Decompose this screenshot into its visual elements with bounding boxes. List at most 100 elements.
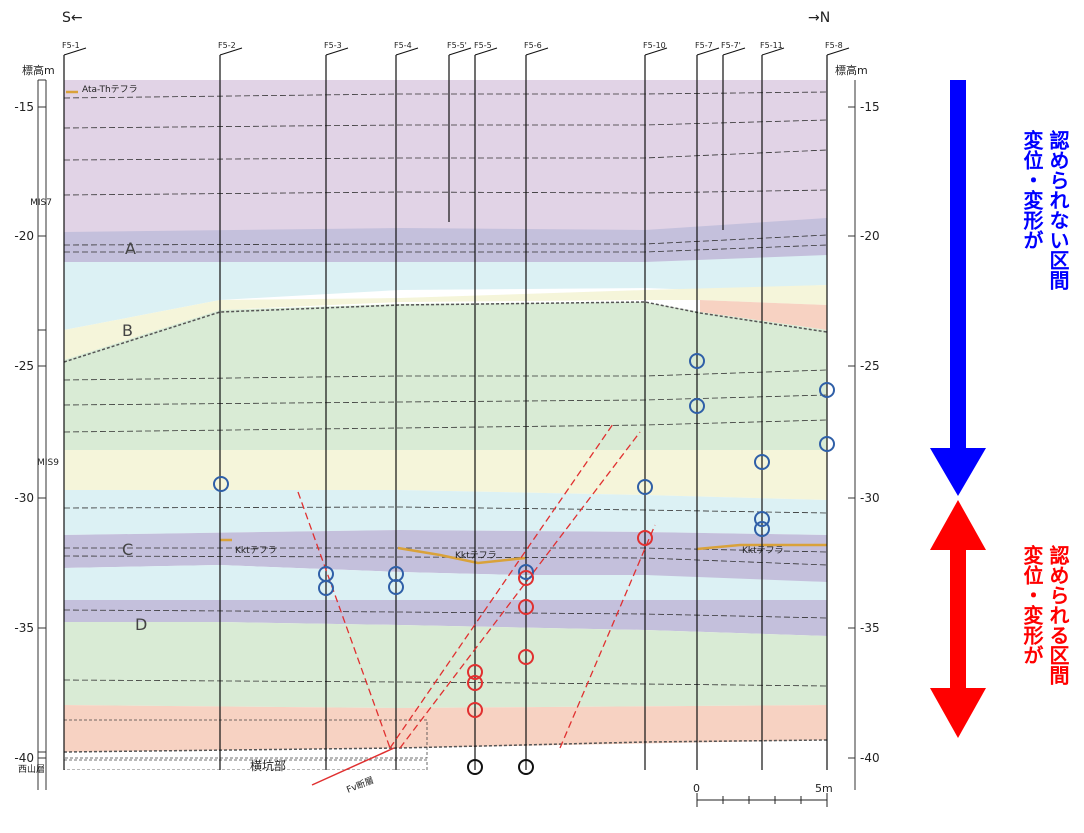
no-deformation-label-line1: 変位・変形が	[1020, 129, 1044, 250]
internal-layer-lines	[64, 91, 827, 770]
borehole-f5-2: F5-2	[218, 41, 243, 770]
borehole-f5-5: F5-5	[474, 41, 498, 770]
nishiyama-label: 西山層	[18, 764, 45, 775]
deformation-label-line1: 変位・変形が	[1020, 544, 1044, 665]
strata	[64, 80, 827, 770]
tick-label: -30	[860, 491, 880, 505]
borehole-label: F5-6	[524, 41, 542, 50]
salmon-layer-bottom	[64, 705, 827, 752]
reference-marker	[467, 759, 483, 775]
deformation-label-line2: 認められる区間	[1046, 544, 1070, 685]
boreholes: F5-1 F5-2 F5-3 F5-4 F5-5' F5-5	[62, 41, 850, 770]
tick-label: -25	[860, 359, 880, 373]
no-deformation-arrow	[930, 80, 986, 496]
borehole-label: F5-10	[643, 41, 666, 50]
borehole-f5-4: F5-4	[394, 41, 419, 770]
nishiyama-base	[64, 752, 827, 770]
unit-b-label: B	[122, 321, 133, 340]
scale-zero-label: 0	[693, 782, 700, 795]
borehole-f5-7prime: F5-7'	[721, 41, 746, 230]
deformation-marker	[518, 649, 534, 665]
deformation-marker	[518, 599, 534, 615]
borehole-f5-8: F5-8	[825, 41, 850, 770]
north-direction-label: →N	[808, 10, 830, 26]
no-deformation-marker	[754, 454, 770, 470]
lightblue-layer-middle	[64, 490, 827, 535]
kkt-tephra-label: Kktテフラ	[235, 545, 277, 556]
kkt-tephra-label: Kktテフラ	[742, 545, 784, 556]
green-layer-lower	[64, 622, 827, 708]
no-deformation-marker	[637, 479, 653, 495]
deformation-marker	[637, 530, 653, 546]
borehole-label: F5-11	[760, 41, 783, 50]
unit-d-label: D	[135, 615, 147, 634]
tick-label: -20	[860, 229, 880, 243]
unit-a-label: A	[125, 239, 136, 258]
deformation-marker	[467, 675, 483, 691]
scale-five-label: 5m	[815, 782, 833, 795]
borehole-label: F5-5'	[447, 41, 467, 50]
fault-line-4	[559, 524, 656, 749]
axis-unit-label: 標高m	[835, 63, 868, 77]
mis7-label: MIS7	[30, 198, 52, 208]
borehole-f5-1: F5-1	[62, 41, 87, 770]
deformation-arrow	[930, 500, 986, 738]
lightblue-layer-upper	[64, 255, 827, 330]
no-deformation-marker	[518, 564, 534, 580]
borehole-f5-5prime: F5-5'	[447, 41, 472, 222]
adit-label: 横坑部	[250, 758, 286, 773]
tick-label: -40	[860, 751, 880, 765]
borehole-label: F5-8	[825, 41, 843, 50]
borehole-label: F5-4	[394, 41, 412, 50]
tick-label: -40	[14, 751, 34, 765]
axis-unit-label: 標高m	[22, 63, 55, 77]
right-elevation-axis: 標高m -15 -20 -25 -30 -35 -40	[835, 63, 880, 790]
mis7-purple-layer	[64, 80, 827, 240]
salmon-wedge-upper	[700, 300, 827, 330]
unit-a-layer	[64, 218, 827, 262]
no-deformation-marker	[213, 476, 229, 492]
tick-label: -35	[860, 621, 880, 635]
tick-label: -15	[14, 100, 34, 114]
tick-label: -15	[860, 100, 880, 114]
tick-label: -20	[14, 229, 34, 243]
fv-fault-label: Fv断層	[345, 774, 376, 796]
kkt-tephra-mark-2	[397, 546, 526, 565]
tick-label: -30	[14, 491, 34, 505]
borehole-label: F5-3	[324, 41, 342, 50]
no-deformation-marker	[819, 382, 835, 398]
lightblue-layer-lower	[64, 565, 827, 600]
reference-marker	[518, 759, 534, 775]
south-direction-label: S←	[62, 10, 83, 26]
no-deformation-marker	[689, 353, 705, 369]
tick-label: -25	[14, 359, 34, 373]
mis9-label: MIS9	[37, 458, 59, 468]
fault-line-3	[399, 431, 641, 749]
no-deformation-marker	[689, 398, 705, 414]
no-deformation-label-line2: 認められない区間	[1046, 129, 1070, 290]
tick-label: -35	[14, 621, 34, 635]
fault-line-1	[297, 491, 391, 749]
fv-fault-trace	[311, 747, 395, 786]
borehole-label: F5-2	[218, 41, 236, 50]
borehole-label: F5-7'	[721, 41, 741, 50]
unit-c-label: C	[122, 540, 133, 559]
no-deformation-marker	[819, 436, 835, 452]
unit-d-layer	[64, 600, 827, 636]
scale-bar: 0 5m	[693, 782, 833, 807]
unit-b-layer	[64, 285, 827, 360]
no-deformation-marker	[318, 580, 334, 596]
borehole-f5-11: F5-11	[760, 41, 785, 770]
adit-outline	[64, 719, 428, 759]
no-deformation-marker	[754, 511, 770, 527]
observation-markers	[213, 353, 835, 775]
tephra-lines	[66, 90, 827, 565]
borehole-label: F5-1	[62, 41, 80, 50]
borehole-label: F5-7	[695, 41, 713, 50]
borehole-f5-3: F5-3	[324, 41, 349, 770]
deformation-marker	[518, 570, 534, 586]
kkt-tephra-label: Kktテフラ	[455, 550, 497, 561]
borehole-f5-10: F5-10	[643, 41, 668, 770]
deformation-marker	[467, 702, 483, 718]
